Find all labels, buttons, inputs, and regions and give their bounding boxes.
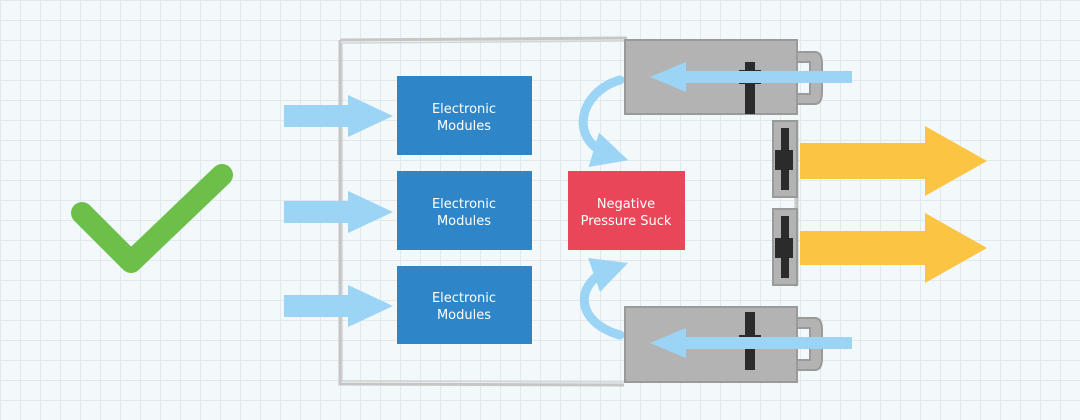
inlet-arrows <box>284 95 393 327</box>
module-label-line2: Modules <box>437 119 491 134</box>
arrow-right-icon <box>800 213 987 283</box>
checkmark-icon <box>71 164 233 273</box>
fan-icon <box>624 306 852 383</box>
fan-icon <box>772 208 798 286</box>
arrow-right-icon <box>800 126 987 196</box>
module-label-line1: Electronic <box>432 291 496 306</box>
module-label-line2: Modules <box>437 308 491 323</box>
fan-icon <box>624 39 852 115</box>
negative-pressure-line1: Negative <box>597 197 655 212</box>
module-label-line1: Electronic <box>432 197 496 212</box>
module-label-line1: Electronic <box>432 102 496 117</box>
arrow-right-icon <box>284 191 393 233</box>
module-label-line2: Modules <box>437 214 491 229</box>
curved-arrow-icon <box>579 258 628 340</box>
fan-icon <box>772 120 798 198</box>
arrow-right-icon <box>284 95 393 137</box>
curved-arrow-icon <box>578 75 629 167</box>
electronic-module: Electronic Modules <box>397 76 532 155</box>
electronic-module: Electronic Modules <box>397 171 532 250</box>
arrow-left-icon <box>650 62 852 92</box>
negative-pressure-box: Negative Pressure Suck <box>568 171 685 250</box>
negative-pressure-line2: Pressure Suck <box>581 214 672 229</box>
arrow-right-icon <box>284 285 393 327</box>
exhaust-arrows <box>800 126 987 283</box>
electronic-module: Electronic Modules <box>397 266 532 344</box>
arrow-left-icon <box>650 328 852 358</box>
